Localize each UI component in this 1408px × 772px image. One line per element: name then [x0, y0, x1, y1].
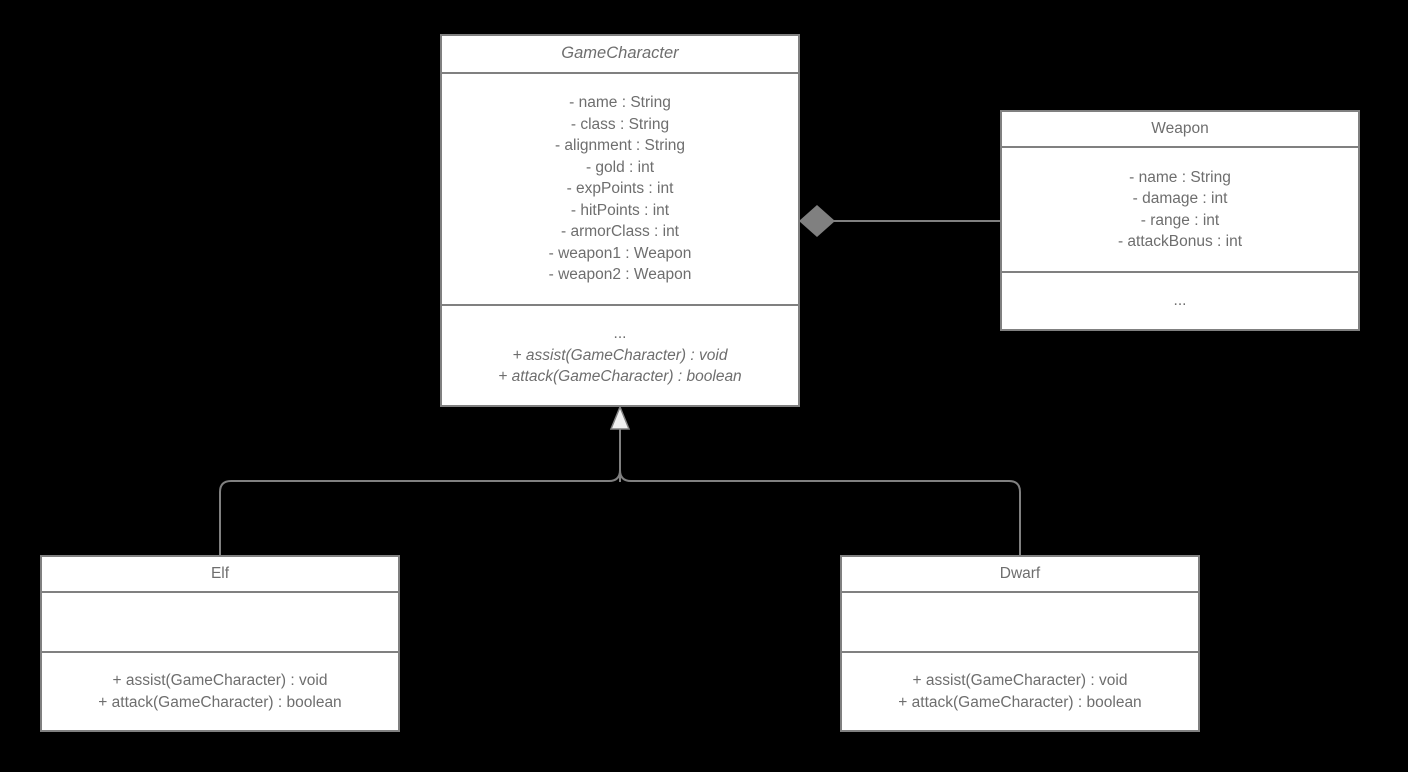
attribute-row: - weapon1 : Weapon — [548, 244, 692, 262]
filled-diamond-icon — [799, 205, 835, 237]
attribute-row: - weapon2 : Weapon — [548, 266, 692, 284]
operations-compartment: ... + assist(GameCharacter) : void + attac… — [442, 306, 798, 405]
operation-row: ... — [1173, 292, 1187, 310]
class-title-gamecharacter: GameCharacter — [561, 44, 679, 63]
attribute-row: - name : String — [1129, 168, 1231, 186]
attribute-row: - hitPoints : int — [570, 201, 670, 219]
operations-compartment: + assist(GameCharacter) : void + attack(G… — [42, 653, 398, 730]
composition-gamecharacter-weapon — [799, 205, 1001, 237]
attributes-compartment: - name : String - class : String - alignme… — [442, 74, 798, 306]
attribute-row: - class : String — [570, 115, 670, 133]
attribute-row: - expPoints : int — [566, 180, 674, 198]
class-box-weapon[interactable]: Weapon - name : String - damage : int - ra… — [1000, 110, 1360, 331]
attribute-row: - range : int — [1140, 211, 1220, 229]
attributes-compartment — [42, 593, 398, 653]
class-title-dwarf: Dwarf — [999, 565, 1041, 583]
operation-row: + assist(GameCharacter) : void — [112, 672, 328, 689]
operations-compartment: ... — [1002, 273, 1358, 329]
attribute-row: - damage : int — [1132, 190, 1228, 207]
operation-row: + attack(GameCharacter) : boolean — [898, 693, 1142, 711]
operations-compartment: + assist(GameCharacter) : void + attack(G… — [842, 653, 1198, 730]
operation-row: ... — [613, 325, 627, 343]
class-name-compartment: Dwarf — [842, 557, 1198, 593]
attribute-row: - gold : int — [585, 158, 655, 176]
class-box-gamecharacter[interactable]: GameCharacter - name : String - class : S… — [440, 34, 800, 407]
attributes-compartment: - name : String - damage : int - range : i… — [1002, 148, 1358, 273]
attributes-compartment — [842, 593, 1198, 653]
class-box-elf[interactable]: Elf + assist(GameCharacter) : void + atta… — [40, 555, 400, 732]
operation-row: + assist(GameCharacter) : void — [912, 672, 1128, 689]
operation-row: + assist(GameCharacter) : void — [512, 346, 728, 364]
class-name-compartment: Weapon — [1002, 112, 1358, 148]
attribute-row: - name : String — [569, 94, 671, 112]
operation-row: + attack(GameCharacter) : boolean — [98, 693, 342, 711]
class-name-compartment: Elf — [42, 557, 398, 593]
attribute-row: - armorClass : int — [561, 223, 679, 241]
class-name-compartment: GameCharacter — [442, 36, 798, 74]
hollow-triangle-icon — [609, 405, 631, 430]
operation-row: + attack(GameCharacter) : boolean — [498, 368, 742, 386]
attribute-row: - alignment : String — [554, 137, 686, 155]
class-title-weapon: Weapon — [1151, 120, 1209, 138]
attribute-row: - attackBonus : int — [1117, 233, 1243, 250]
class-box-dwarf[interactable]: Dwarf + assist(GameCharacter) : void + at… — [840, 555, 1200, 732]
class-title-elf: Elf — [210, 565, 230, 583]
